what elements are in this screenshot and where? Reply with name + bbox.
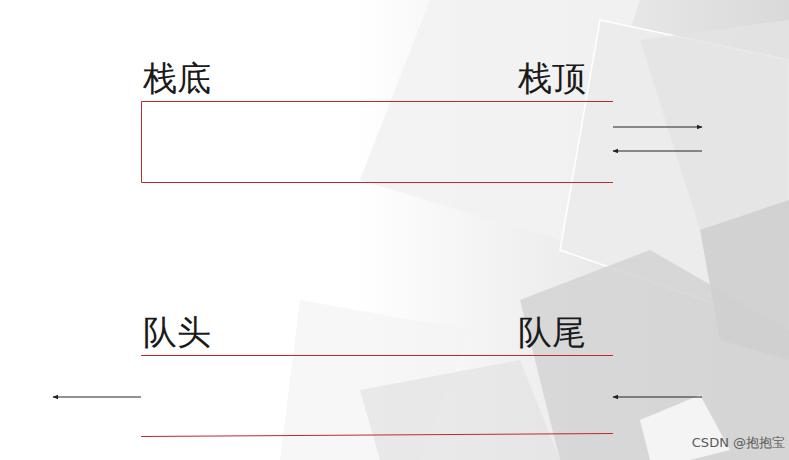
end-label: 栈顶 — [518, 58, 586, 98]
queue-container: 队头 队尾 — [141, 312, 613, 437]
watermark: CSDN @抱抱宝 — [692, 434, 785, 452]
stack-container: 栈底 栈顶 — [141, 58, 613, 184]
heading-row: 栈底 栈顶 — [141, 58, 613, 98]
end-label: 队尾 — [518, 312, 586, 352]
enqueue-arrow — [613, 397, 702, 398]
end-label: 队头 — [143, 312, 211, 352]
pop-arrow — [613, 151, 702, 152]
push-arrow — [613, 127, 702, 128]
container-outline — [141, 355, 615, 437]
end-label: 栈底 — [143, 58, 211, 98]
dequeue-arrow — [53, 397, 141, 398]
container-outline — [141, 101, 615, 184]
heading-row: 队头 队尾 — [141, 312, 613, 352]
